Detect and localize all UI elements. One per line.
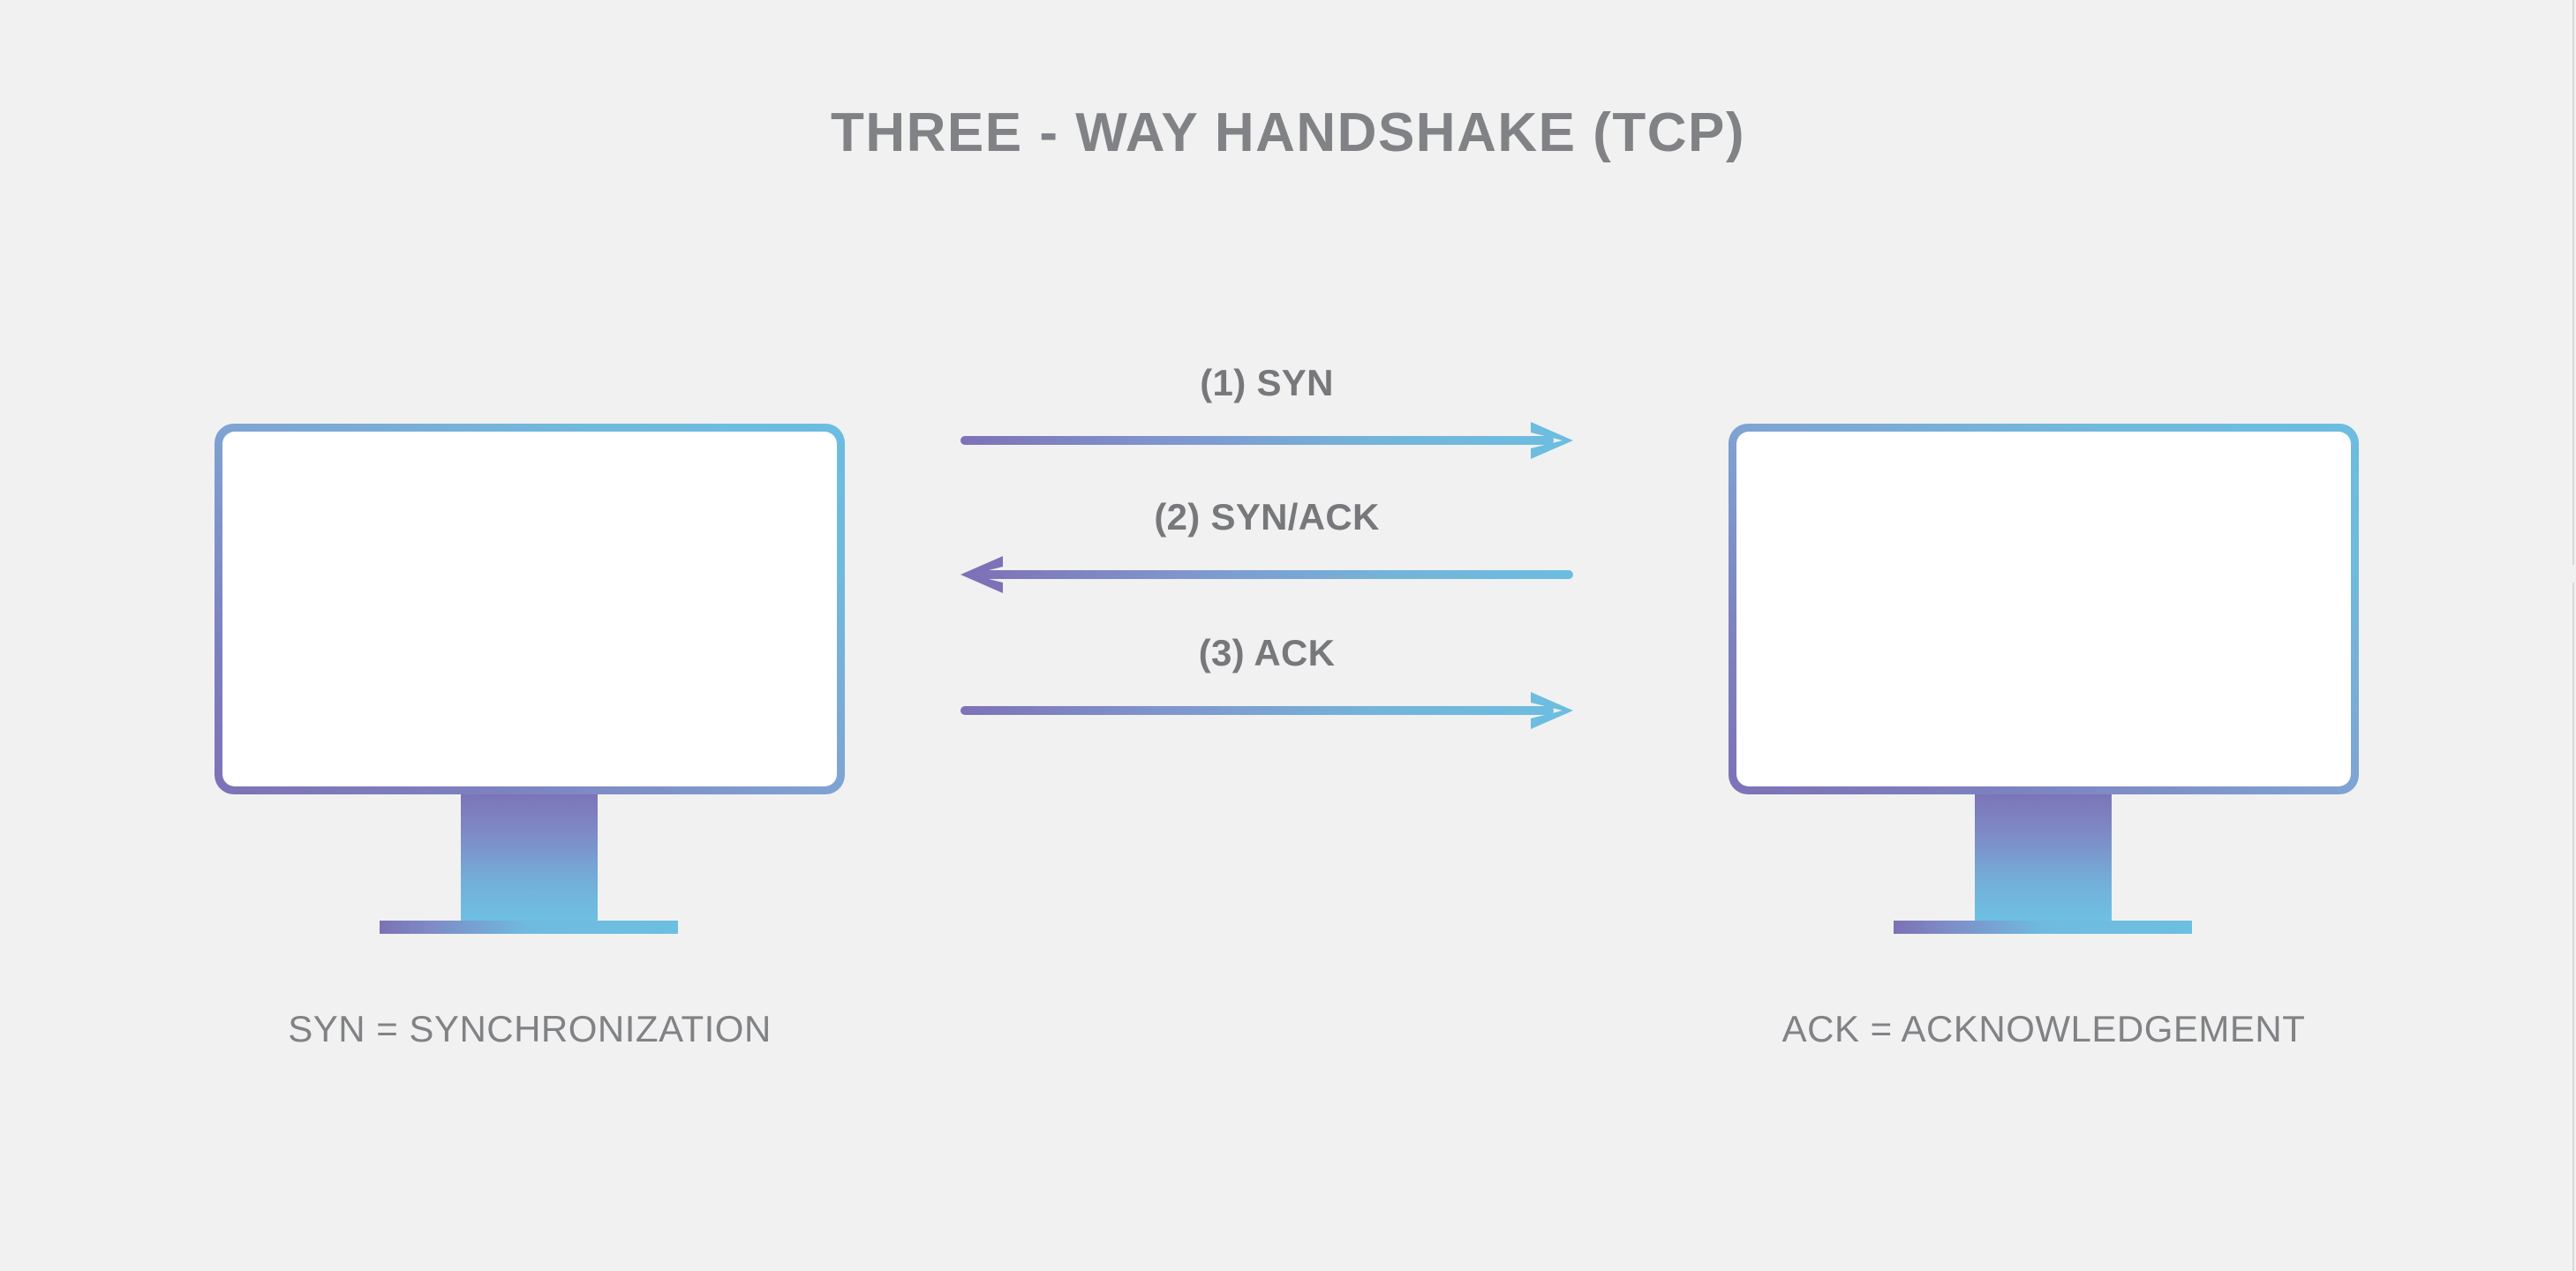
message-2-group: (2) SYN/ACK xyxy=(945,496,1589,602)
monitor-stand-neck xyxy=(461,794,598,922)
message-3-label: (3) ACK xyxy=(1198,632,1336,673)
monitor-screen-frame xyxy=(1729,424,2359,794)
message-3-group: (3) ACK xyxy=(945,632,1589,738)
client-monitor-icon xyxy=(215,424,845,953)
monitor-stand-base xyxy=(380,921,678,934)
page-title: THREE - WAY HANDSHAKE (TCP) xyxy=(830,102,1745,163)
server-caption: ACK = ACKNOWLEDGEMENT xyxy=(1781,1008,2306,1049)
monitor-screen-frame xyxy=(215,424,845,794)
server-monitor-icon xyxy=(1729,424,2359,953)
message-1-arrow-right-icon xyxy=(960,422,1573,459)
edge-artifact-upper xyxy=(2572,0,2574,565)
monitor-screen-inner xyxy=(222,432,837,786)
monitor-screen-inner xyxy=(1736,432,2351,786)
message-2-label: (2) SYN/ACK xyxy=(1154,496,1380,538)
client-caption: SYN = SYNCHRONIZATION xyxy=(288,1008,772,1049)
message-3-arrow-right-icon xyxy=(960,692,1573,729)
message-1-group: (1) SYN xyxy=(945,362,1589,468)
message-2-arrow-left-icon xyxy=(960,556,1573,593)
monitor-stand-neck xyxy=(1975,794,2112,922)
message-1-label: (1) SYN xyxy=(1200,362,1334,403)
edge-artifact-lower xyxy=(2572,583,2574,1271)
monitor-stand-base xyxy=(1894,921,2192,934)
